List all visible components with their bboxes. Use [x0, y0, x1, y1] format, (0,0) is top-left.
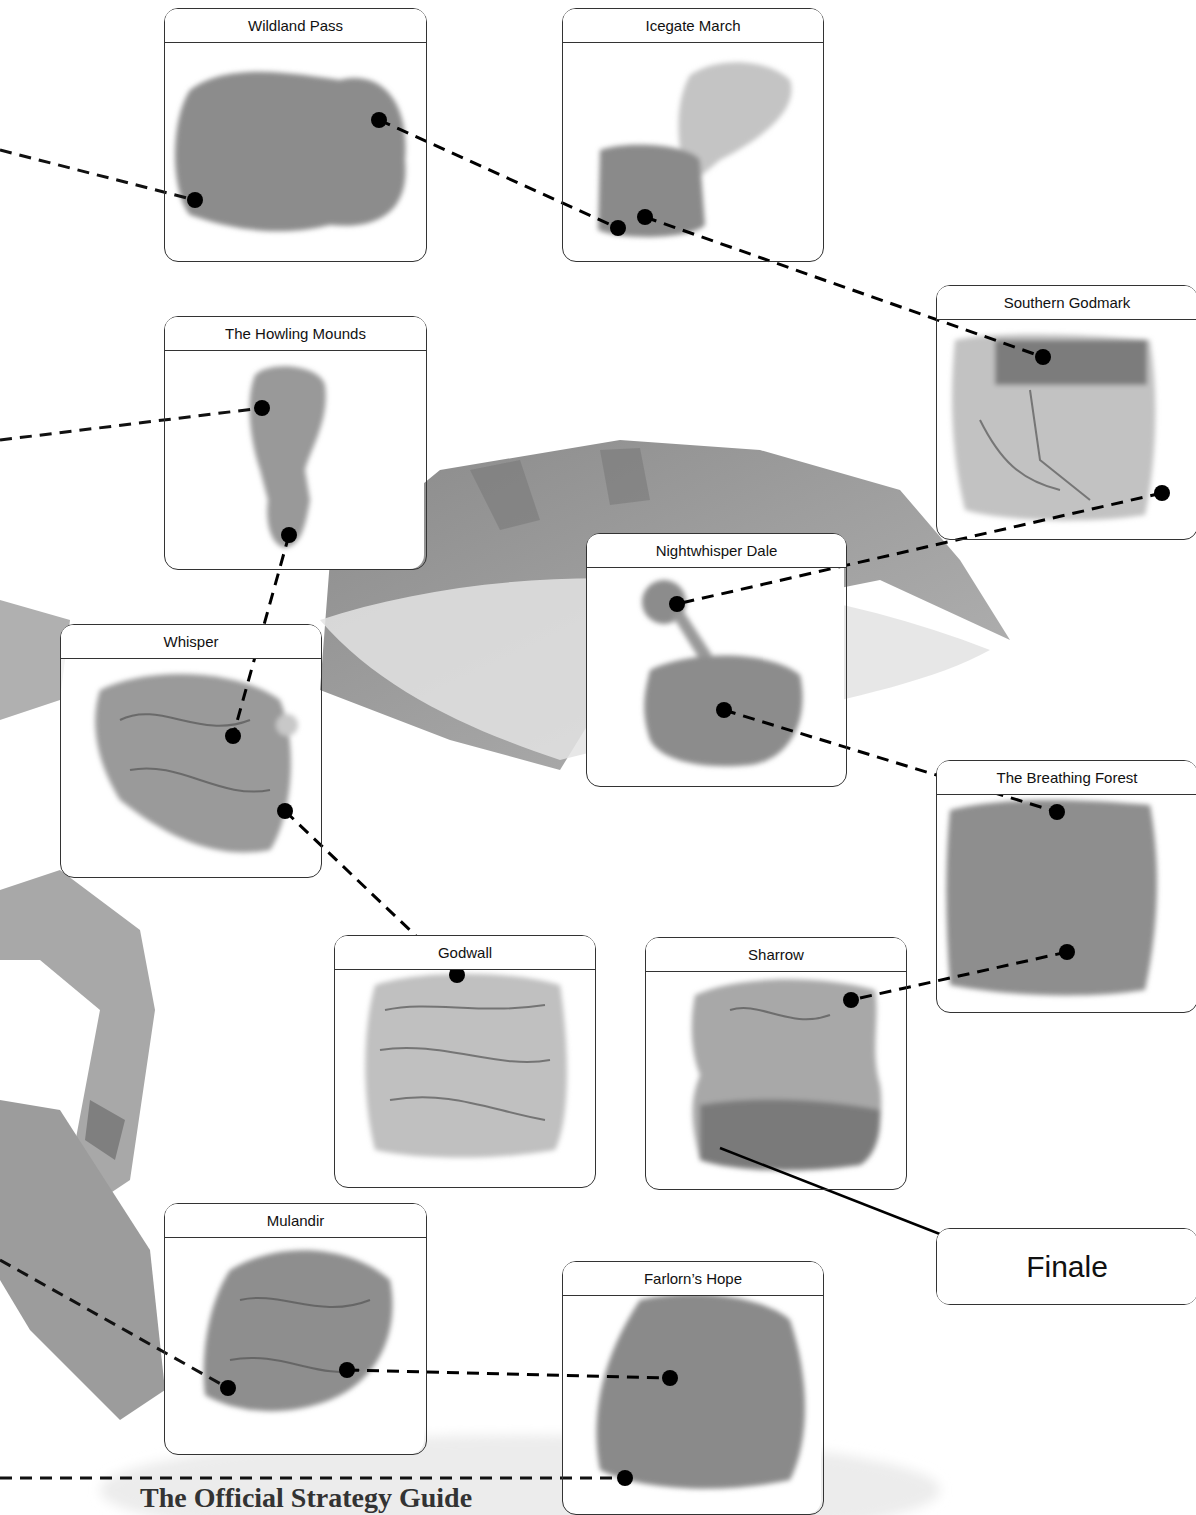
area-map-box: The Breathing Forest — [936, 760, 1196, 1013]
area-map-box: Icegate March — [562, 8, 824, 262]
area-title: Farlorn’s Hope — [563, 1262, 823, 1296]
area-map-box: Whisper — [60, 624, 322, 878]
area-map-box: Southern Godmark — [936, 285, 1196, 540]
route-dashed — [347, 1370, 670, 1378]
route-arrow — [720, 1148, 973, 1247]
area-title: Icegate March — [563, 9, 823, 43]
area-title: Whisper — [61, 625, 321, 659]
area-title: Wildland Pass — [165, 9, 426, 43]
area-title: Nightwhisper Dale — [587, 534, 846, 568]
area-title: The Breathing Forest — [937, 761, 1196, 795]
offpage-leaders — [0, 150, 625, 1478]
guide-caption: The Official Strategy Guide — [140, 1483, 472, 1513]
creature — [0, 440, 1010, 1515]
route-dashed — [379, 120, 618, 228]
area-title: Southern Godmark — [937, 286, 1196, 320]
end-label: Finale — [937, 1229, 1196, 1304]
area-title: Godwall — [335, 936, 595, 970]
end-box: Finale — [936, 1228, 1196, 1305]
area-map-box: Mulandir — [164, 1203, 427, 1455]
area-map-box: Wildland Pass — [164, 8, 427, 262]
area-map-box: Farlorn’s Hope — [562, 1261, 824, 1515]
area-title: The Howling Mounds — [165, 317, 426, 351]
area-map-box: Nightwhisper Dale — [586, 533, 847, 787]
area-map-box: The Howling Mounds — [164, 316, 427, 570]
area-map-box: Godwall — [334, 935, 596, 1188]
area-title: Mulandir — [165, 1204, 426, 1238]
area-title: Sharrow — [646, 938, 906, 972]
map-relief — [120, 390, 1090, 1372]
area-map-box: Sharrow — [645, 937, 907, 1190]
